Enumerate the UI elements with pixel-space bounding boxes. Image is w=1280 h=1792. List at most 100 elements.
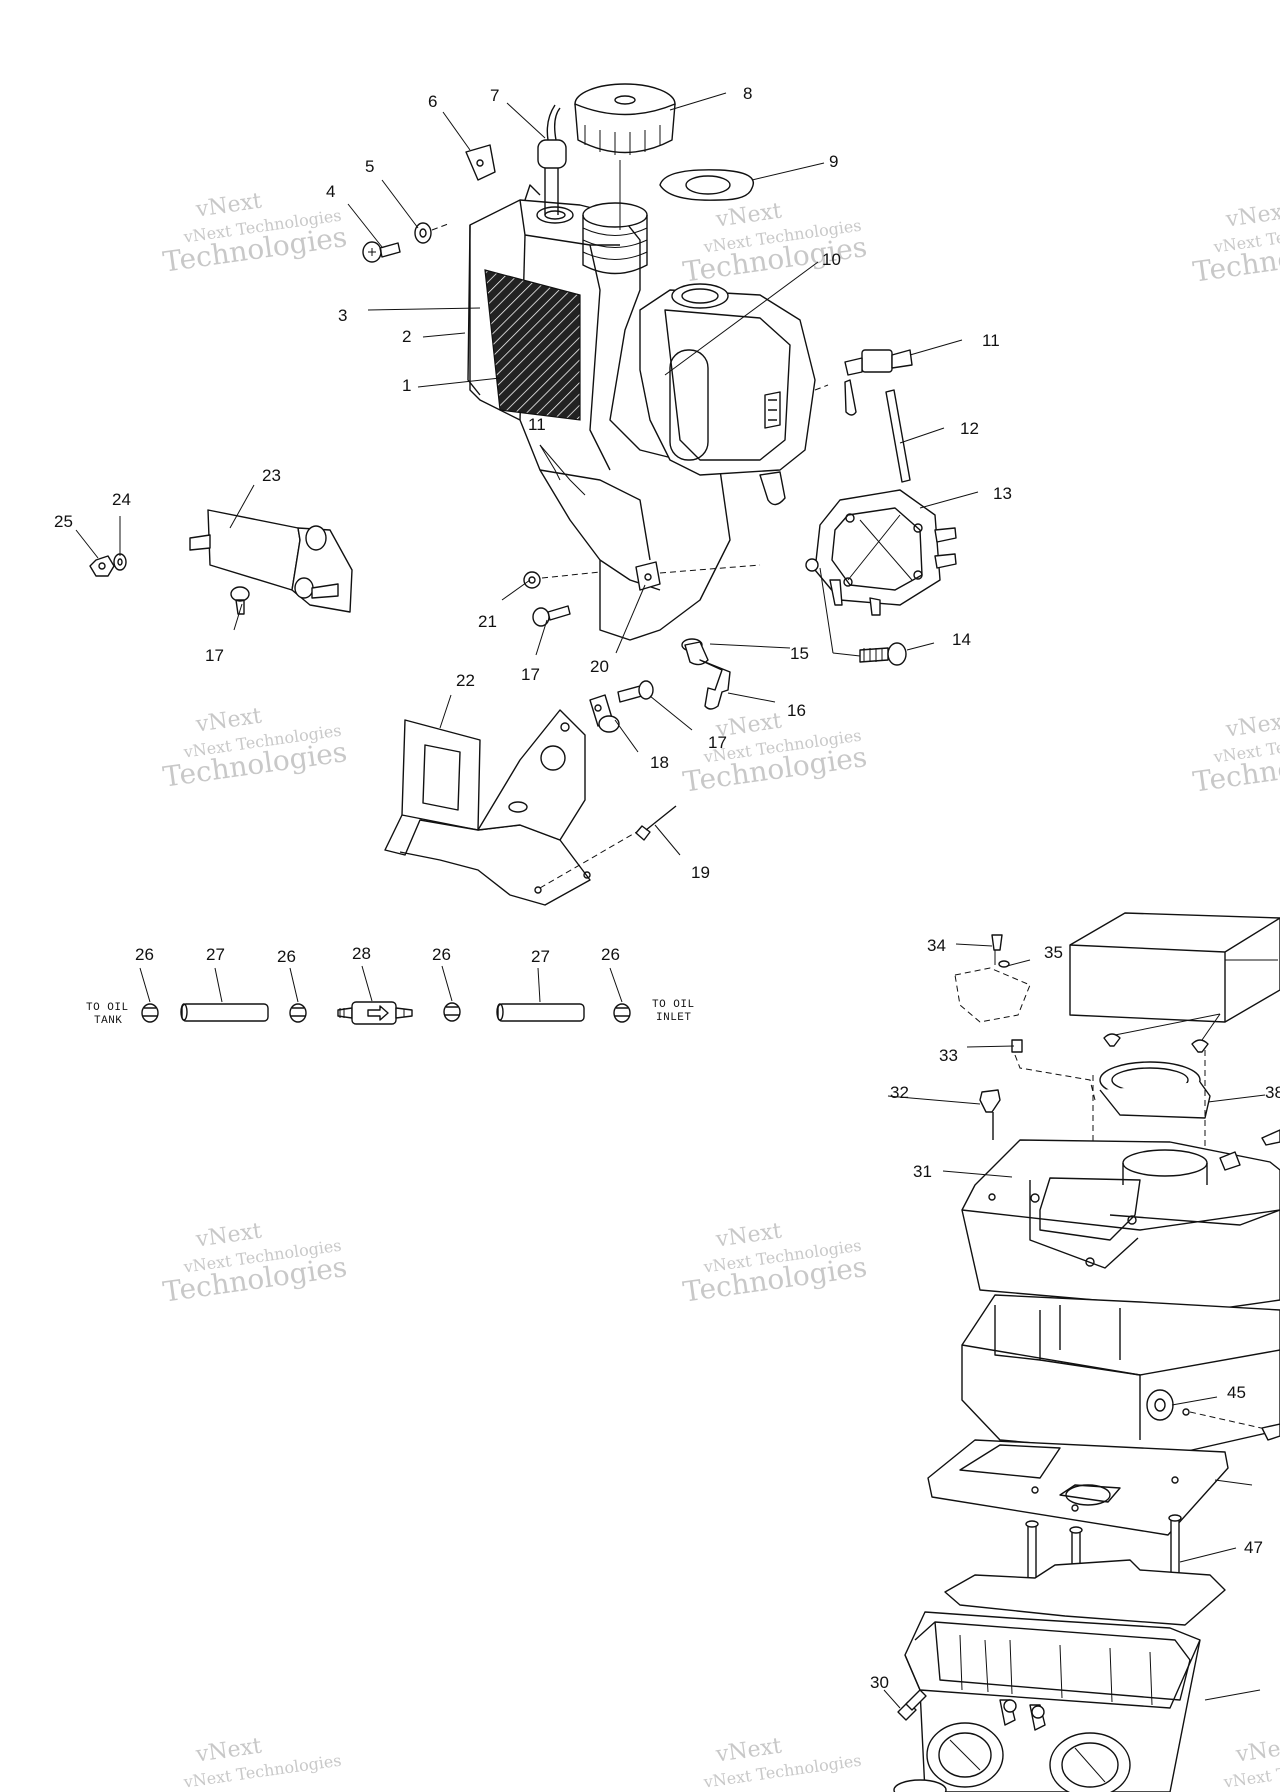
- check-valve: [337, 1001, 413, 1025]
- callout-25: 25: [54, 512, 73, 531]
- oil-line-row: TO OIL TANK: [86, 999, 695, 1027]
- leader-lines: [75, 92, 1278, 1709]
- watermark: vNext vNext Technologies Technologies: [681, 1219, 869, 1309]
- callout-19: 19: [691, 863, 710, 882]
- callout-17: 17: [521, 665, 540, 684]
- callout-33: 33: [939, 1046, 958, 1065]
- callout-35: 35: [1044, 943, 1063, 962]
- oil-tank: [467, 184, 731, 641]
- callout-32: 32: [890, 1083, 909, 1102]
- callout-11: 11: [528, 415, 546, 434]
- watermark: vNext vNext Technologies Technologies: [681, 199, 869, 289]
- fitting: [681, 638, 709, 666]
- callout-20: 20: [590, 657, 609, 676]
- callout-10: 10: [822, 250, 841, 269]
- callout-5: 5: [365, 157, 374, 176]
- svg-text:vNext: vNext: [1223, 199, 1280, 233]
- to-oil-inlet-label: INLET: [656, 1012, 692, 1024]
- to-oil-tank-label: TANK: [94, 1015, 122, 1027]
- air-box-top: [961, 1129, 1280, 1311]
- callout-27: 27: [531, 947, 550, 966]
- callout-18: 18: [650, 753, 669, 772]
- callout-13: 13: [993, 484, 1012, 503]
- nut: [523, 571, 541, 589]
- callout-22: 22: [456, 671, 475, 690]
- callout-34: 34: [927, 936, 946, 955]
- callout-11: 11: [982, 331, 1000, 350]
- callout-15: 15: [790, 644, 809, 663]
- callout-24: 24: [112, 490, 131, 509]
- nut: [89, 555, 115, 577]
- screw: [859, 642, 907, 666]
- callout-6: 6: [428, 92, 437, 111]
- valve: [814, 349, 913, 416]
- callout-30: 30: [870, 1673, 889, 1692]
- callout-2: 2: [402, 327, 411, 346]
- hose-clamp: [289, 1003, 307, 1023]
- callout-45: 45: [1227, 1383, 1246, 1402]
- oil-hose: [180, 1003, 269, 1022]
- air-box: [893, 912, 1280, 1792]
- watermark: vNext vNext Technologies Technologies: [161, 189, 349, 279]
- callout-12: 12: [960, 419, 979, 438]
- clip: [635, 561, 661, 591]
- washer: [414, 222, 432, 244]
- tank-bracket: [384, 709, 641, 906]
- gasket-plate: [927, 1439, 1229, 1536]
- callout-26: 26: [432, 945, 451, 964]
- callout-17: 17: [205, 646, 224, 665]
- callout-14: 14: [952, 630, 971, 649]
- svg-text:vNext: vNext: [1223, 709, 1280, 743]
- watermark: vNext vNext Technologies: [702, 1734, 863, 1792]
- mounting-plate: [189, 509, 353, 613]
- callout-27: 27: [206, 945, 225, 964]
- watermark: vNext vNext Technologies Technologies: [681, 709, 869, 799]
- to-oil-inlet-label: TO OIL: [652, 999, 695, 1011]
- tank-cap: [574, 83, 676, 230]
- callouts: 1 2 3 4 5 6 7 8 9 10 11 11 12 13 14 15 1…: [54, 84, 1280, 1692]
- decal-hatched: [484, 269, 581, 421]
- watermark: vNext vNext Technologies Technologies: [1191, 709, 1280, 799]
- level-sensor: [537, 104, 567, 215]
- clip: [465, 144, 496, 181]
- fitting: [897, 1689, 927, 1721]
- hose-clamp: [613, 1003, 631, 1023]
- callout-23: 23: [262, 466, 281, 485]
- callout-4: 4: [326, 182, 335, 201]
- callout-26: 26: [135, 945, 154, 964]
- reservoir: [639, 283, 816, 506]
- callout-16: 16: [787, 701, 806, 720]
- oil-hose: [496, 1003, 585, 1022]
- cap-gasket: [659, 169, 754, 201]
- callout-9: 9: [829, 152, 838, 171]
- air-box-middle: [961, 1294, 1280, 1456]
- pin: [635, 805, 677, 841]
- intake-boot: [1099, 1061, 1211, 1119]
- bracket-outline: [954, 934, 1096, 1101]
- hose-clamp: [141, 1003, 159, 1023]
- svg-text:vNext: vNext: [1233, 1734, 1280, 1768]
- callout-26: 26: [277, 947, 296, 966]
- screw: [617, 680, 654, 703]
- oil-pump: [805, 489, 957, 616]
- callout-38: 38: [1265, 1083, 1280, 1102]
- callout-17: 17: [708, 733, 727, 752]
- callout-8: 8: [743, 84, 752, 103]
- to-oil-tank-label: TO OIL: [86, 1002, 129, 1014]
- callout-31: 31: [913, 1162, 932, 1181]
- callout-1: 1: [402, 376, 411, 395]
- callout-7: 7: [490, 86, 499, 105]
- screw: [230, 586, 250, 615]
- air-filter-foam: [1069, 912, 1280, 1023]
- callout-21: 21: [478, 612, 497, 631]
- screw: [532, 605, 571, 627]
- fitting: [699, 659, 731, 710]
- tank-filler-neck: [582, 202, 648, 275]
- screw: [979, 1089, 1001, 1140]
- watermark: vNext vNext Technologies: [182, 1734, 343, 1792]
- watermark: vNext vNext Technologies Technologies: [1191, 199, 1280, 289]
- callout-26: 26: [601, 945, 620, 964]
- clip: [589, 694, 620, 733]
- hose-clamp: [443, 1002, 461, 1022]
